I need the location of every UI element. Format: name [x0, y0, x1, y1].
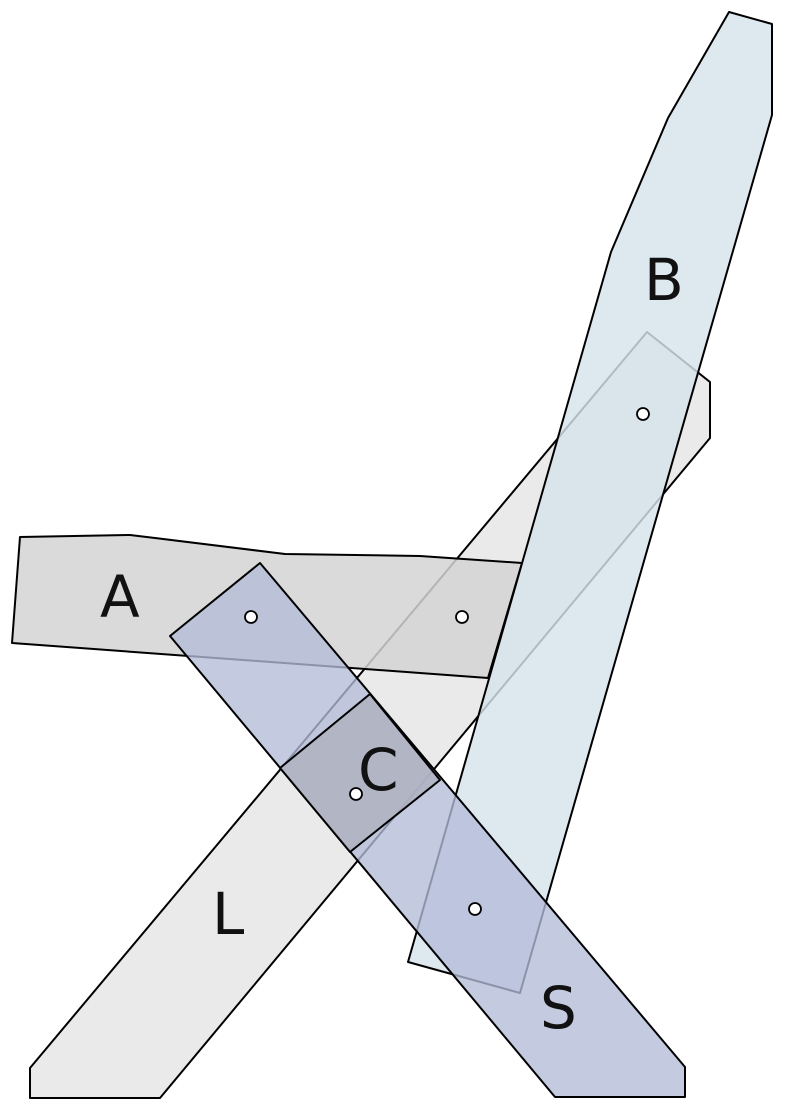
label-B: B [644, 246, 684, 314]
label-L: L [212, 880, 244, 948]
label-S: S [540, 974, 577, 1042]
part-S-seat [169, 562, 686, 1098]
pivot-pin-arm-back [455, 610, 469, 624]
label-C: C [358, 736, 399, 804]
pivot-pin-back-leg [636, 407, 650, 421]
pivot-pin-arm-seat [244, 610, 258, 624]
pivot-pin-connector [349, 787, 363, 801]
label-A: A [100, 563, 140, 631]
part-C-connector [279, 693, 441, 853]
pivot-pin-seat-back [468, 902, 482, 916]
